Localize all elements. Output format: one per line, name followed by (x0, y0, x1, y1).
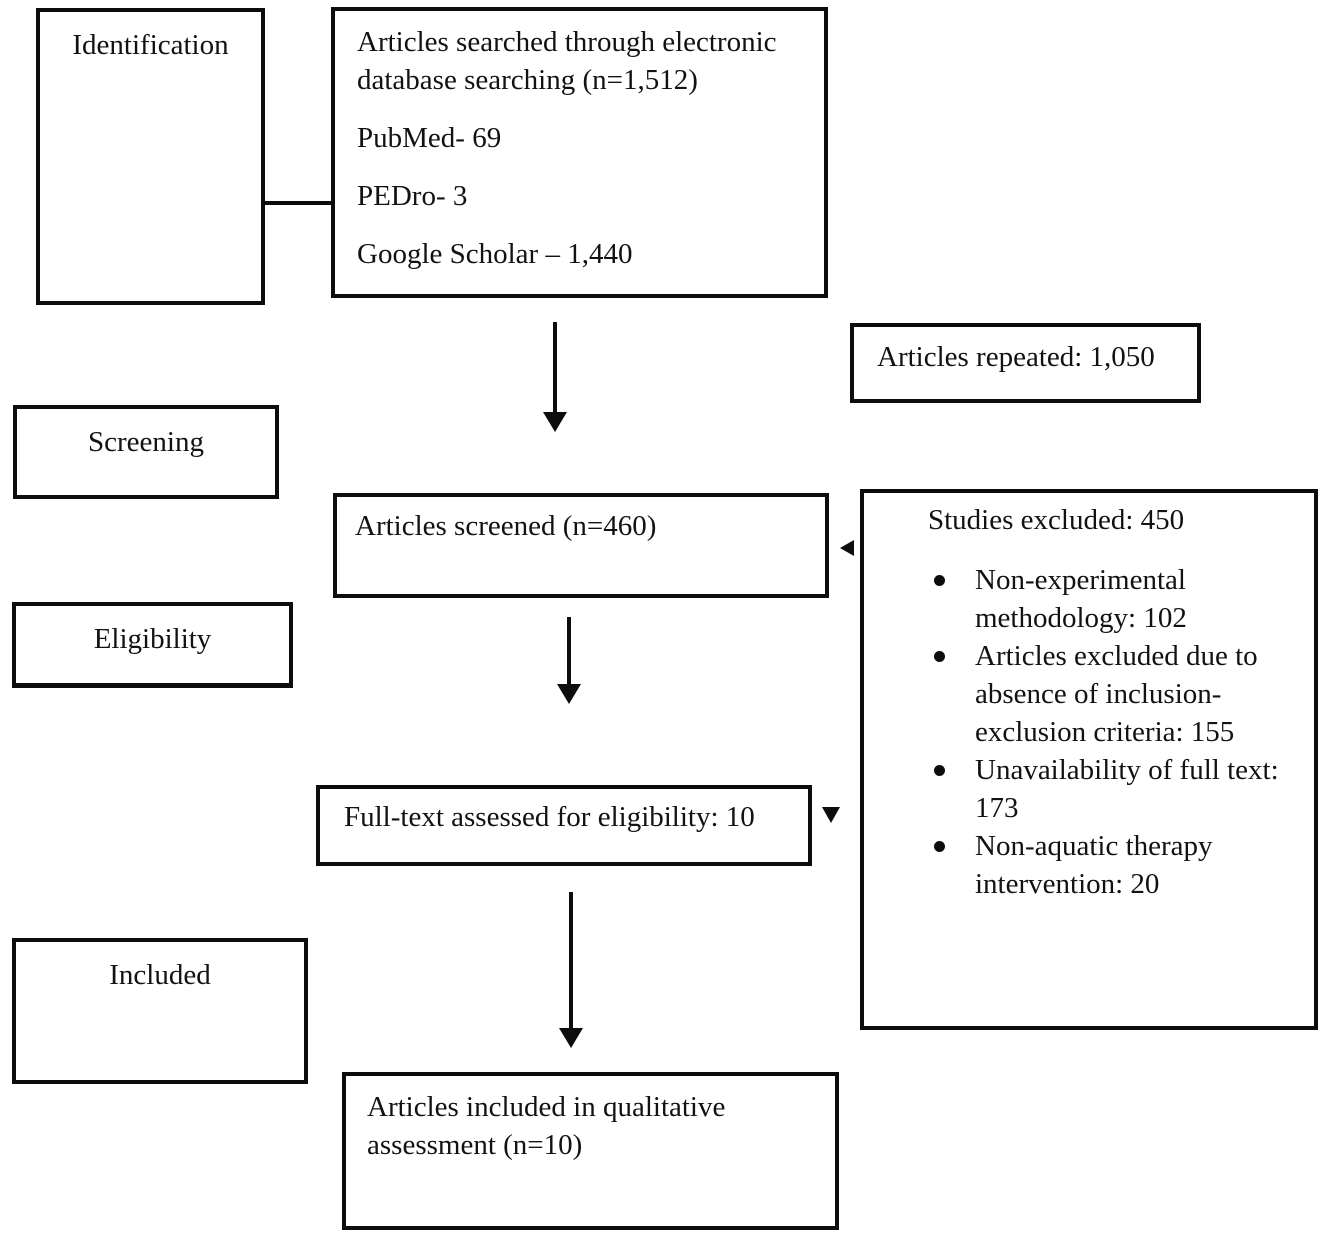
box-studies-excluded: Studies excluded: 450 Non-experimental m… (860, 489, 1318, 1030)
stage-box-included: Included (12, 938, 308, 1084)
down-arrow-3-line (569, 892, 573, 1032)
excluded-reasons-list: Non-experimental methodology: 102 Articl… (928, 561, 1300, 903)
box-articles-searched: Articles searched through electronic dat… (331, 7, 828, 298)
excluded-item-text: Non-aquatic therapy intervention: 20 (975, 830, 1213, 900)
fulltext-assessed-text: Full-text assessed for eligibility: 10 (344, 801, 755, 833)
source-pubmed: PubMed- 69 (357, 122, 502, 154)
box-fulltext-assessed: Full-text assessed for eligibility: 10 (316, 785, 812, 866)
articles-included-text: Articles included in qualitative assessm… (367, 1091, 726, 1161)
down-arrow-1-line (553, 322, 557, 415)
down-arrow-2-line (567, 617, 571, 687)
triangle-down-icon (822, 807, 840, 823)
excluded-list-item: Non-aquatic therapy intervention: 20 (928, 827, 1300, 903)
stage-box-identification: Identification (36, 8, 265, 305)
down-arrow-1-head-icon (543, 412, 567, 432)
excluded-item-text: Unavailability of full text: 173 (975, 754, 1279, 824)
excluded-list-item: Non-experimental methodology: 102 (928, 561, 1300, 637)
articles-screened-text: Articles screened (n=460) (355, 510, 657, 542)
down-arrow-3-head-icon (559, 1028, 583, 1048)
triangle-left-icon (840, 540, 854, 556)
articles-repeated-text: Articles repeated: 1,050 (877, 341, 1155, 373)
excluded-list-item: Articles excluded due to absence of incl… (928, 637, 1300, 751)
source-pedro: PEDro- 3 (357, 180, 468, 212)
stage-label-identification: Identification (72, 29, 229, 61)
bullet-icon (934, 575, 945, 586)
studies-excluded-title: Studies excluded: 450 (928, 504, 1185, 536)
stage-label-included: Included (109, 959, 211, 991)
stage-label-eligibility: Eligibility (93, 623, 212, 655)
source-google-scholar: Google Scholar – 1,440 (357, 238, 633, 270)
connector-identification-searched (265, 201, 331, 205)
bullet-icon (934, 841, 945, 852)
stage-label-screening: Screening (88, 426, 204, 458)
bullet-icon (934, 765, 945, 776)
box-articles-screened: Articles screened (n=460) (333, 493, 829, 598)
box-articles-repeated: Articles repeated: 1,050 (850, 323, 1201, 403)
stage-box-screening: Screening (13, 405, 279, 499)
bullet-icon (934, 651, 945, 662)
stage-box-eligibility: Eligibility (12, 602, 293, 688)
box-articles-included: Articles included in qualitative assessm… (342, 1072, 839, 1230)
excluded-item-text: Articles excluded due to absence of incl… (975, 640, 1258, 748)
excluded-list-item: Unavailability of full text: 173 (928, 751, 1300, 827)
excluded-item-text: Non-experimental methodology: 102 (975, 564, 1187, 634)
articles-searched-text: Articles searched through electronic dat… (357, 26, 777, 96)
down-arrow-2-head-icon (557, 684, 581, 704)
